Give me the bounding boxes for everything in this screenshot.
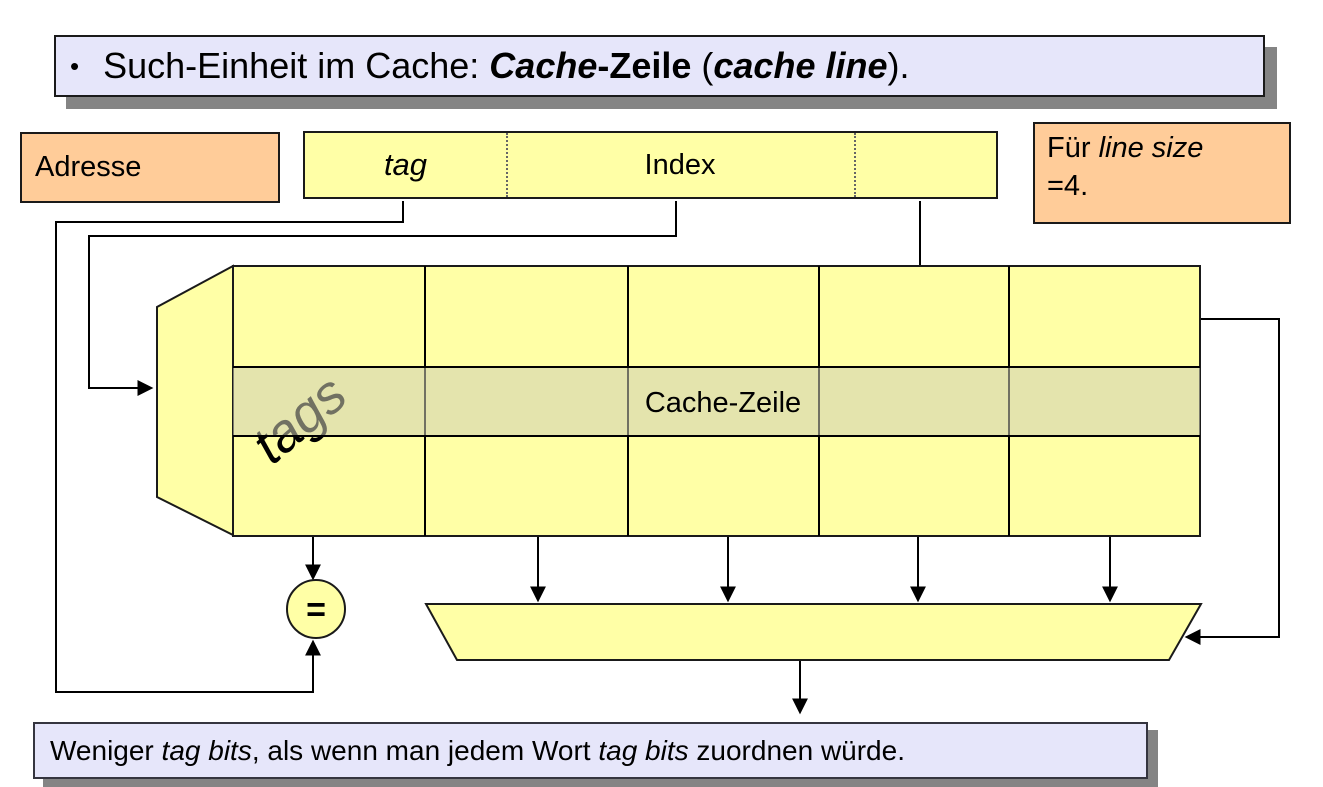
bottom-segment: , als wenn man jedem Wort — [251, 734, 599, 766]
bottom-note-text: Weniger tag bits, als wenn man jedem Wor… — [50, 735, 905, 767]
index-field-label: Index — [644, 148, 716, 181]
field-divider-dotted — [854, 133, 856, 197]
title-segment: -Zeile — [597, 45, 692, 86]
cache-line-highlight-row — [233, 368, 1200, 435]
tag-connector-line — [55, 201, 404, 693]
title-segment: ). — [887, 45, 910, 86]
adresse-label: Adresse — [35, 151, 142, 183]
note-text-italic: line size — [1098, 132, 1204, 164]
bottom-segment: zuordnen würde. — [688, 734, 905, 766]
title-segment: Such-Einheit im Cache: — [103, 45, 490, 86]
title-segment: cache line — [713, 45, 888, 86]
comparator-equals-sign: = — [306, 591, 326, 629]
bottom-note-banner: Weniger tag bits, als wenn man jedem Wor… — [33, 722, 1148, 779]
note-text: Für — [1047, 132, 1099, 164]
comparator-circle — [286, 579, 346, 639]
adresse-box: Adresse — [20, 132, 280, 203]
title-segment: ( — [691, 45, 714, 86]
title-text: Such-Einheit im Cache: Cache-Zeile (cach… — [103, 45, 909, 87]
bottom-segment: tag bits — [161, 734, 252, 766]
index-connector-line — [88, 201, 677, 396]
tags-array-pentagon — [156, 264, 234, 537]
line-size-note: Für line size =4. — [1033, 122, 1291, 224]
address-bitfield: tag Index — [303, 131, 998, 199]
multiplexer-trapezoid — [424, 603, 1203, 661]
bottom-segment: Weniger — [50, 734, 162, 766]
title-segment: Cache — [489, 45, 598, 86]
note-text: =4. — [1047, 169, 1089, 202]
field-divider-dotted — [506, 133, 508, 197]
bottom-segment: tag bits — [598, 734, 689, 766]
tag-field-label: tag — [383, 147, 428, 182]
title-banner: • Such-Einheit im Cache: Cache-Zeile (ca… — [54, 35, 1265, 97]
bullet-icon: • — [70, 50, 80, 81]
cache-line-row-label: Cache-Zeile — [645, 387, 801, 419]
